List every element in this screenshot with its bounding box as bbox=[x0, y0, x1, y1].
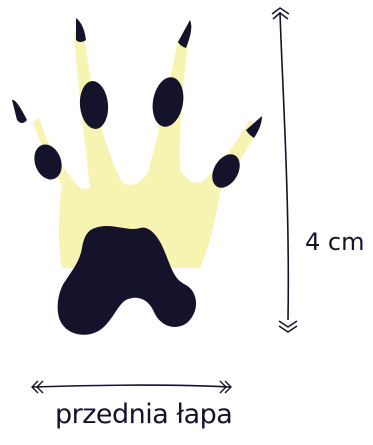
claw-3 bbox=[178, 20, 191, 48]
caption-label: przednia łapa bbox=[55, 399, 232, 430]
measurement-label: 4 cm bbox=[305, 228, 364, 256]
arrowhead-bottom bbox=[279, 321, 297, 332]
claw-1 bbox=[12, 100, 27, 123]
caption-line bbox=[32, 385, 230, 387]
claw-2 bbox=[76, 18, 86, 42]
measurement-line bbox=[280, 12, 288, 320]
